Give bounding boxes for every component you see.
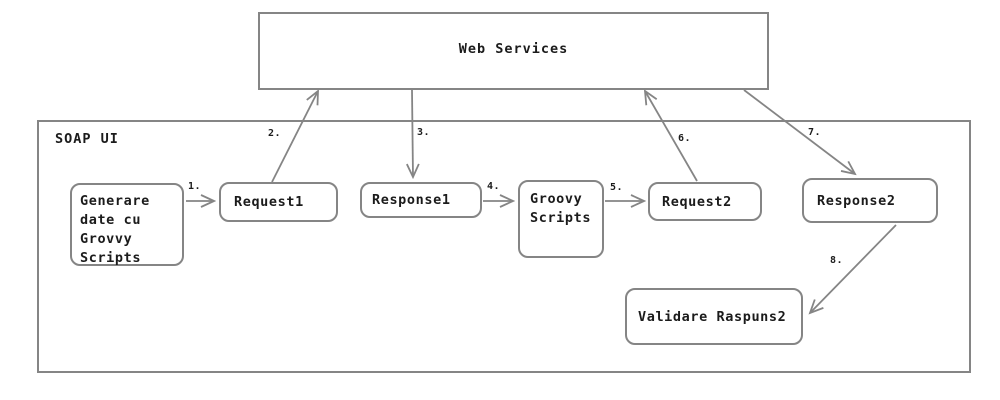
arrow-label-2: 2. xyxy=(268,128,282,139)
node-validare-raspuns2: Validare Raspuns2 xyxy=(625,288,803,345)
arrow-label-8: 8. xyxy=(830,255,844,266)
arrow-label-3: 3. xyxy=(417,127,431,138)
node-request2: Request2 xyxy=(648,182,762,221)
node-response1: Response1 xyxy=(360,182,482,218)
arrow-label-5: 5. xyxy=(610,182,624,193)
node-response1-label: Response1 xyxy=(372,192,451,208)
arrow-label-6: 6. xyxy=(678,133,692,144)
node-generare-label: Generare date cu Grovvy Scripts xyxy=(80,193,150,266)
arrow-label-1: 1. xyxy=(188,181,202,192)
node-response2: Response2 xyxy=(802,178,938,223)
node-groovy-scripts-label: Groovy Scripts xyxy=(530,191,592,226)
node-generare-date-cu-grovvy-scripts: Generare date cu Grovvy Scripts xyxy=(70,183,184,266)
node-validare-raspuns2-label: Validare Raspuns2 xyxy=(638,308,787,325)
soap-ui-label: SOAP UI xyxy=(55,131,119,147)
node-request1-label: Request1 xyxy=(234,194,304,210)
web-services-label: Web Services xyxy=(458,41,569,57)
soap-ui-container-box: SOAP UI xyxy=(37,120,971,373)
node-response2-label: Response2 xyxy=(817,192,896,209)
web-services-box: Web Services xyxy=(258,12,769,90)
node-request1: Request1 xyxy=(219,182,338,222)
node-groovy-scripts: Groovy Scripts xyxy=(518,180,604,258)
arrow-label-7: 7. xyxy=(808,127,822,138)
node-request2-label: Request2 xyxy=(662,193,732,210)
arrow-label-4: 4. xyxy=(487,181,501,192)
